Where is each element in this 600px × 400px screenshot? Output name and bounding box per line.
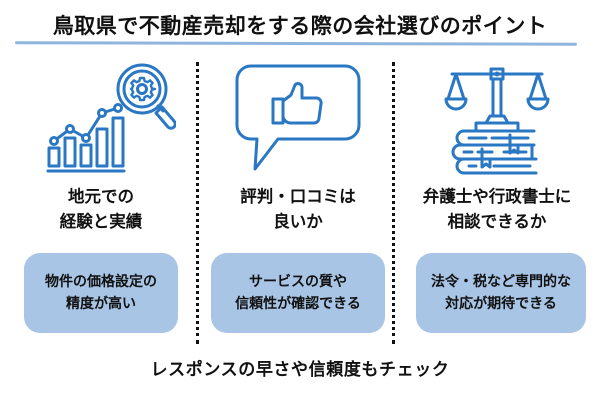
column-local-experience: 地元での 経験と実績 物件の価格設定の 精度が高い — [6, 58, 196, 348]
chart-magnifier-gear-icon — [6, 58, 196, 178]
box-line-1: 法令・税など専門的な — [431, 274, 571, 290]
box-line-2: 信頼性が確認できる — [235, 296, 361, 312]
heading-line-2: 経験と実績 — [59, 212, 143, 231]
column-heading: 評判・口コミは 良いか — [203, 184, 393, 234]
benefit-box: 法令・税など専門的な 対応が期待できる — [416, 253, 586, 333]
footer-note: レスポンスの早さや信頼度もチェック — [150, 360, 450, 380]
heading-line-1: 地元での — [68, 187, 134, 206]
column-heading: 弁護士や行政書士に 相談できるか — [402, 184, 592, 234]
heading-line-1: 弁護士や行政書士に — [422, 187, 572, 206]
dotted-divider-1 — [196, 62, 199, 344]
box-line-1: 物件の価格設定の — [45, 274, 157, 290]
benefit-box: サービスの質や 信頼性が確認できる — [211, 253, 385, 333]
heading-line-2: 相談できるか — [447, 212, 547, 231]
heading-line-2: 良いか — [273, 212, 323, 231]
box-line-2: 精度が高い — [66, 296, 136, 312]
title-underline — [14, 41, 578, 46]
page-title: 鳥取県で不動産売却をする際の会社選びのポイント — [52, 14, 548, 38]
heading-line-1: 評判・口コミは — [240, 187, 356, 206]
speech-bubble-thumbs-up-icon — [203, 58, 393, 178]
column-heading: 地元での 経験と実績 — [6, 184, 196, 234]
box-line-2: 対応が期待できる — [445, 296, 557, 312]
column-reputation: 評判・口コミは 良いか サービスの質や 信頼性が確認できる — [203, 58, 393, 348]
scales-books-icon — [402, 58, 592, 178]
column-legal-consultation: 弁護士や行政書士に 相談できるか 法令・税など専門的な 対応が期待できる — [402, 58, 592, 348]
dotted-divider-2 — [392, 62, 395, 344]
box-line-1: サービスの質や — [248, 274, 347, 290]
benefit-box: 物件の価格設定の 精度が高い — [24, 253, 178, 333]
